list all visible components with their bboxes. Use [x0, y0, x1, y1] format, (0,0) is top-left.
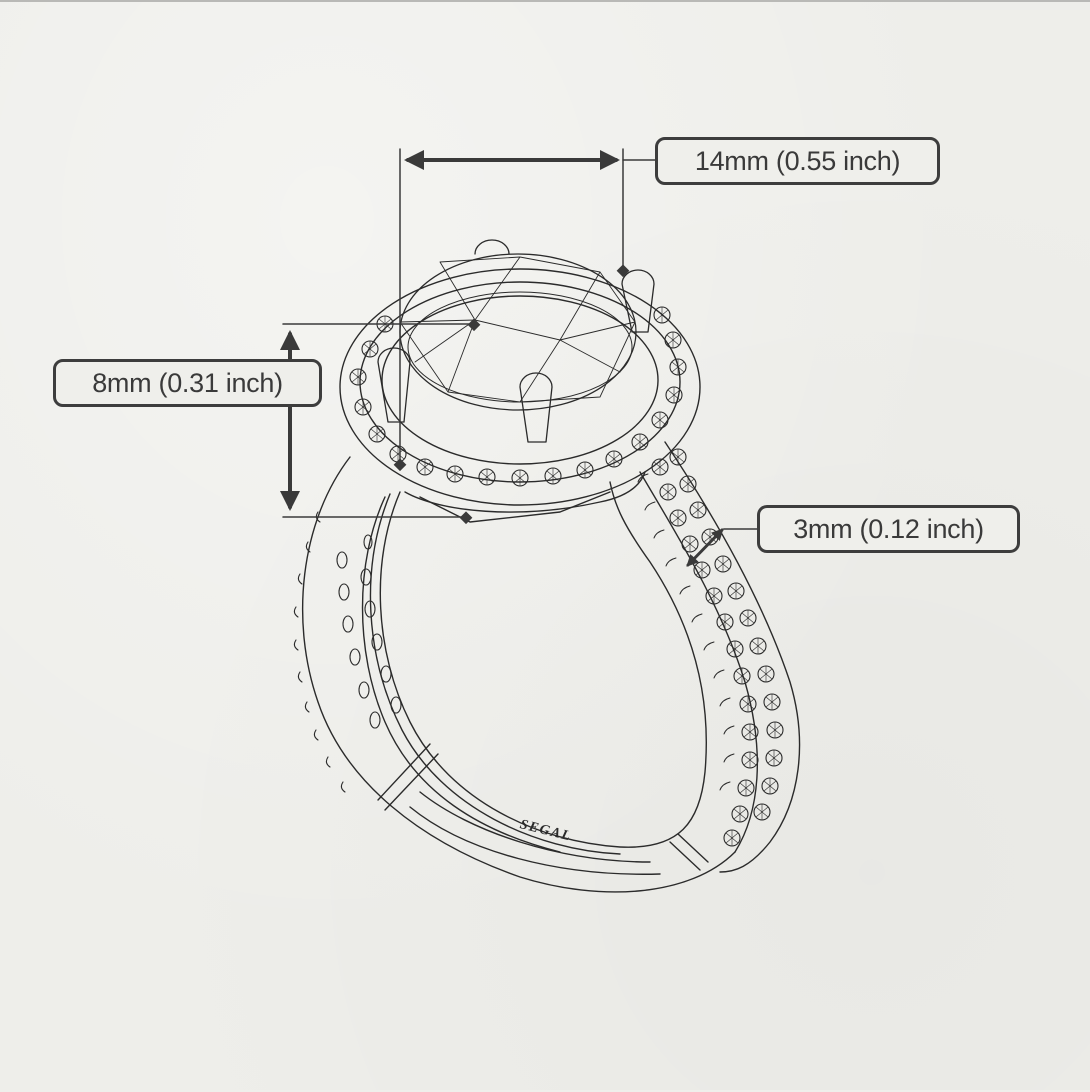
height-dimension-label: 8mm (0.31 inch)	[53, 359, 322, 407]
halo	[339, 268, 701, 523]
ring-shank	[301, 441, 801, 893]
right-shank-pave	[637, 448, 784, 847]
dimension-width	[393, 148, 656, 472]
dimension-height	[280, 318, 481, 525]
center-stone-prongs	[377, 239, 655, 443]
width-dimension-label: 14mm (0.55 inch)	[655, 137, 940, 185]
left-shank-pave-holes	[336, 534, 402, 729]
center-stone	[399, 253, 637, 411]
band-width-dimension-label: 3mm (0.12 inch)	[757, 505, 1020, 553]
left-shank-prongs	[293, 511, 346, 793]
dimension-band	[686, 528, 758, 567]
